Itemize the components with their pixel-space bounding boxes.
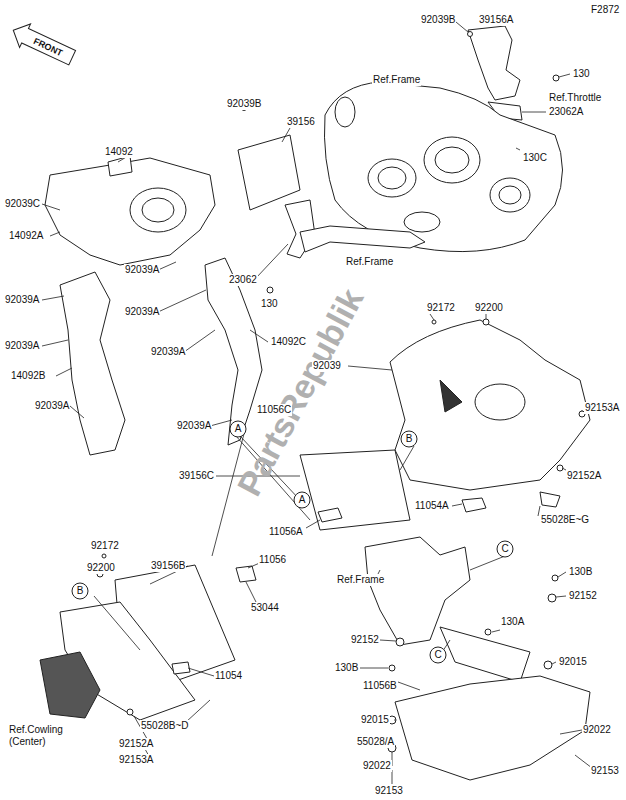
reference-letter: C — [496, 540, 514, 558]
part-number: 92153A — [118, 754, 154, 766]
part-number: 92153A — [584, 402, 620, 414]
part-number: 92039A — [4, 340, 40, 352]
reference-letter: C — [429, 646, 447, 664]
part-number: 55028/A — [356, 736, 395, 748]
reference-circle: A — [229, 420, 247, 438]
part-number: 92152A — [118, 738, 154, 750]
reference-note: Ref.Cowling (Center) — [8, 724, 76, 748]
circle-outline — [230, 421, 246, 437]
reference-letter: B — [400, 430, 418, 448]
part-number: 92039A — [4, 294, 40, 306]
reference-letter: A — [229, 420, 247, 438]
part-number: 14092C — [270, 336, 307, 348]
part-number: 92152 — [350, 634, 380, 646]
part-number: 92039A — [176, 420, 212, 432]
reference-circle: C — [496, 540, 514, 558]
part-number: 11056C — [256, 404, 292, 416]
part-number: 92172 — [90, 540, 120, 552]
part-number: 11054A — [414, 500, 450, 512]
reference-note: Ref.Frame — [345, 256, 394, 268]
part-number: 92172 — [426, 302, 456, 314]
circle-outline — [72, 583, 88, 599]
part-number: 92153 — [374, 785, 404, 797]
part-number: 130B — [334, 662, 359, 674]
part-number: 92039B — [226, 98, 262, 110]
part-number: 55028B~D — [140, 720, 190, 732]
part-number: 14092B — [10, 370, 46, 382]
reference-note: Ref.Throttle — [548, 92, 602, 104]
reference-note: Ref.Frame — [372, 74, 421, 86]
part-number: 11054 — [214, 670, 243, 682]
part-number: 130C — [522, 152, 548, 164]
part-number: 130B — [568, 566, 593, 578]
part-number: 92039A — [124, 264, 160, 276]
part-number: 23062A — [548, 106, 584, 118]
reference-note: Ref.Frame — [336, 574, 385, 586]
part-number: 92015 — [360, 714, 390, 726]
part-number: 92039B — [420, 14, 456, 26]
circle-outline — [430, 647, 446, 663]
part-number: 11056 — [258, 554, 287, 566]
part-number: 92015 — [558, 656, 588, 668]
part-number: 130 — [260, 298, 279, 310]
part-number: 92022 — [362, 760, 392, 772]
part-number: 92153 — [590, 765, 620, 777]
part-number: 39156 — [286, 116, 316, 128]
part-number: 92200 — [86, 562, 116, 574]
part-number: 14092A — [8, 230, 44, 242]
part-number: 92022 — [582, 724, 612, 736]
circle-outline — [294, 492, 310, 508]
part-number: 92039A — [124, 306, 160, 318]
part-number: 11056A — [268, 526, 304, 538]
part-number: 92152A — [566, 470, 602, 482]
part-number: 55028E~G — [540, 514, 590, 526]
part-number: 130A — [500, 616, 525, 628]
reference-circle: B — [71, 582, 89, 600]
part-number: 92039A — [34, 400, 70, 412]
part-number: 53044 — [250, 602, 280, 614]
circle-outline — [401, 431, 417, 447]
part-number: 92200 — [474, 302, 504, 314]
part-number: 23062 — [228, 274, 258, 286]
part-number: 92152 — [568, 590, 598, 602]
reference-circle: B — [400, 430, 418, 448]
reference-note: F2872 — [590, 4, 620, 16]
part-number: 92039C — [4, 198, 41, 210]
reference-circle: A — [293, 491, 311, 509]
part-number: 39156C — [178, 470, 215, 482]
part-number: 14092 — [104, 146, 134, 158]
reference-circle: C — [429, 646, 447, 664]
part-number: 39156A — [478, 14, 514, 26]
part-number: 39156B — [150, 560, 186, 572]
part-number: 130 — [572, 68, 591, 80]
reference-letter: A — [293, 491, 311, 509]
part-number: 92039 — [312, 360, 342, 372]
part-number: 11056B — [362, 680, 398, 692]
reference-letter: B — [71, 582, 89, 600]
part-number: 92039A — [150, 346, 186, 358]
circle-outline — [497, 541, 513, 557]
